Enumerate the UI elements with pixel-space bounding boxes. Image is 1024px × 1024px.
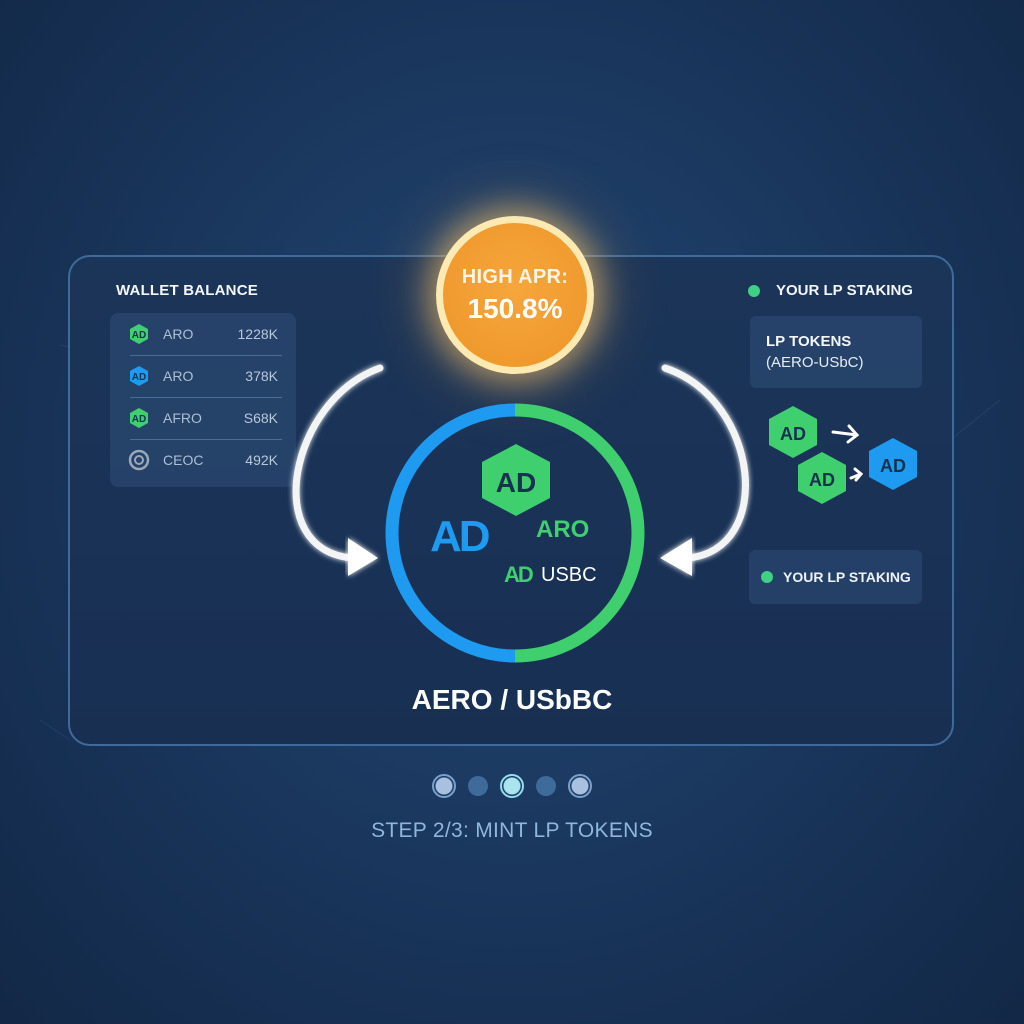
- aero-hex-logo-icon: AD: [482, 444, 550, 516]
- step-label: STEP 2/3: MINT LP TOKENS: [371, 819, 653, 842]
- wallet-row[interactable]: CEOC 492K: [128, 440, 278, 480]
- svg-text:AD: AD: [880, 456, 906, 476]
- aero-token-green-icon: AD: [769, 406, 817, 458]
- wallet-row[interactable]: AD ARO 1228K: [128, 314, 278, 354]
- pool-ring: [385, 403, 645, 663]
- wallet-row[interactable]: AD AFRO S68K: [128, 398, 278, 438]
- token-b-label: USBC: [541, 564, 597, 586]
- lp-tokens-title: LP TOKENS: [766, 333, 852, 350]
- pager-dot-3-active[interactable]: [500, 774, 524, 798]
- aero-token-blue-icon: AD: [128, 365, 150, 387]
- lp-tokens-pair: (AERO-USbC): [766, 354, 864, 371]
- token-symbol: AFRO: [163, 410, 202, 426]
- token-a-label: ARO: [536, 516, 590, 543]
- status-dot-icon: [761, 571, 773, 583]
- apr-label: HIGH APR:: [461, 265, 569, 288]
- lp-mint-diagram: AD AD AD: [769, 406, 917, 504]
- lp-staking-card[interactable]: YOUR LP STAKING: [749, 550, 922, 604]
- step-pager: [0, 774, 1024, 798]
- svg-text:AD: AD: [780, 424, 806, 444]
- row-divider: [130, 397, 282, 398]
- row-divider: [130, 355, 282, 356]
- curved-arrow-right-icon: [660, 364, 749, 576]
- token-amount: 378K: [245, 368, 278, 384]
- pager-dot-2[interactable]: [468, 776, 488, 796]
- usbc-logo-icon: AD: [504, 562, 534, 587]
- pool-pair-label: AERO / USbBC: [411, 684, 613, 715]
- wallet-row[interactable]: AD ARO 378K: [128, 356, 278, 396]
- pager-dot-4[interactable]: [536, 776, 556, 796]
- lp-staking-header: YOUR LP STAKING: [748, 282, 913, 299]
- svg-text:AD: AD: [132, 330, 146, 341]
- row-divider: [130, 439, 282, 440]
- pager-dot-5[interactable]: [568, 774, 592, 798]
- wallet-balance-list: AD ARO 1228K AD ARO 378K AD AFRO S68K CE…: [110, 313, 296, 487]
- token-amount: S68K: [243, 410, 278, 426]
- lp-tokens-card[interactable]: LP TOKENS (AERO-USbC): [750, 316, 922, 388]
- status-dot-icon: [748, 284, 760, 297]
- aero-token-green-icon: AD: [798, 452, 846, 504]
- aero-logo-blue-icon: AD: [430, 512, 491, 561]
- lp-staking-title: YOUR LP STAKING: [776, 282, 913, 299]
- curved-arrow-left-icon: [292, 364, 384, 576]
- aero-token-green-icon: AD: [128, 323, 150, 345]
- token-amount: 492K: [245, 452, 278, 468]
- token-symbol: CEOC: [163, 452, 204, 468]
- svg-text:AD: AD: [496, 467, 536, 498]
- lp-staking-label: YOUR LP STAKING: [783, 569, 911, 585]
- token-symbol: ARO: [163, 368, 194, 384]
- arrow-right-icon: [831, 424, 864, 482]
- apr-value: 150.8%: [467, 292, 563, 324]
- aero-token-green-icon: AD: [128, 407, 150, 429]
- svg-text:AD: AD: [132, 372, 146, 383]
- token-symbol: ARO: [163, 326, 194, 342]
- lp-token-blue-icon: AD: [869, 438, 917, 490]
- svg-text:AD: AD: [132, 414, 146, 425]
- token-amount: 1228K: [237, 326, 278, 342]
- wallet-balance-title: WALLET BALANCE: [116, 282, 258, 299]
- svg-text:AD: AD: [809, 470, 835, 490]
- coin-outline-icon: [128, 449, 150, 471]
- high-apr-badge: HIGH APR: 150.8%: [436, 216, 594, 374]
- pager-dot-1[interactable]: [432, 774, 456, 798]
